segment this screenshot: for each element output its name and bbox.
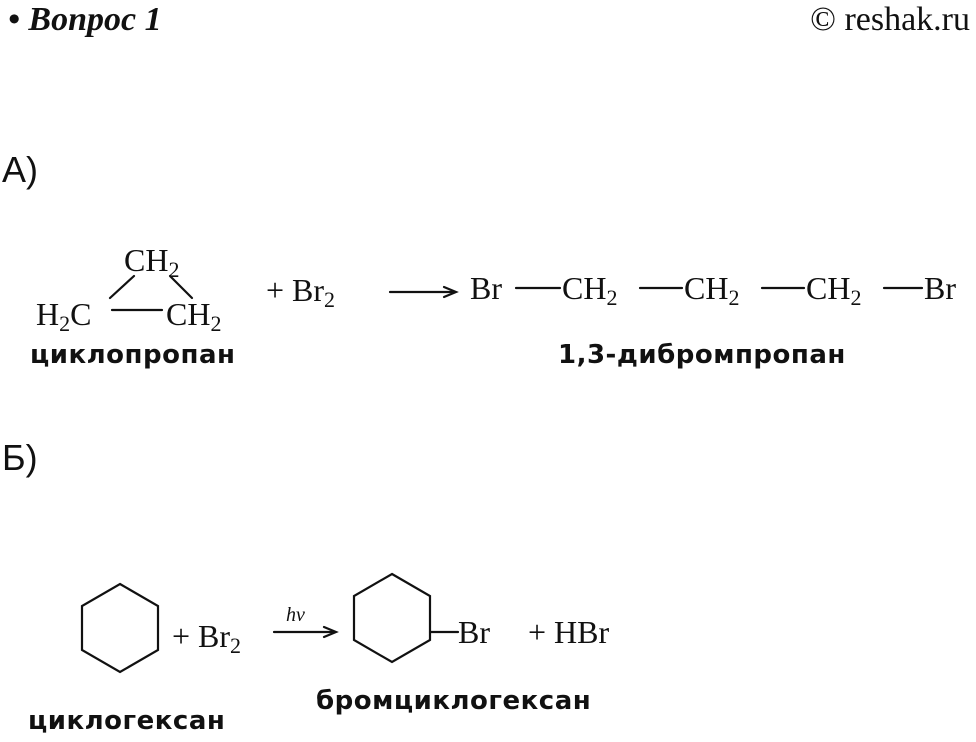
- product-name-a: 1,3-дибромпропан: [558, 340, 846, 370]
- question-title: • Вопрос 1: [8, 1, 162, 38]
- product-name-b: бромциклогексан: [316, 686, 592, 716]
- cyclohexane-ring: [80, 582, 160, 674]
- reactant-name-b: циклогексан: [28, 706, 226, 736]
- reaction-arrow-b-head: [322, 625, 339, 639]
- section-a-label: А): [2, 149, 38, 190]
- bromocyclohexane-ring: [352, 572, 432, 664]
- reagent-br2-b: + Br2: [172, 618, 242, 658]
- cyclopropane-top-ch2: CH2: [124, 242, 180, 282]
- cyclopropane-bond-top-left: [108, 274, 136, 300]
- byproduct-hbr: + HBr: [528, 614, 610, 650]
- watermark: © reshak.ru: [810, 1, 970, 38]
- product-ch2-1: CH2: [562, 270, 618, 310]
- condition-hv: hν: [286, 604, 305, 626]
- cyclopropane-left-h2c: H2C: [36, 296, 92, 336]
- product-ch2-3: CH2: [806, 270, 862, 310]
- substituent-br: Br: [458, 614, 490, 650]
- cyclopropane-bond-top-right: [168, 274, 194, 300]
- reagent-br2-a: + Br2: [266, 272, 336, 312]
- reactant-name-a: циклопропан: [30, 340, 236, 370]
- product-br-left: Br: [470, 270, 502, 306]
- reaction-arrow-a-head: [442, 285, 459, 299]
- product-ch2-2: CH2: [684, 270, 740, 310]
- section-b-label: Б): [2, 437, 38, 478]
- cyclopropane-right-ch2: CH2: [166, 296, 222, 336]
- product-br-right: Br: [924, 270, 956, 306]
